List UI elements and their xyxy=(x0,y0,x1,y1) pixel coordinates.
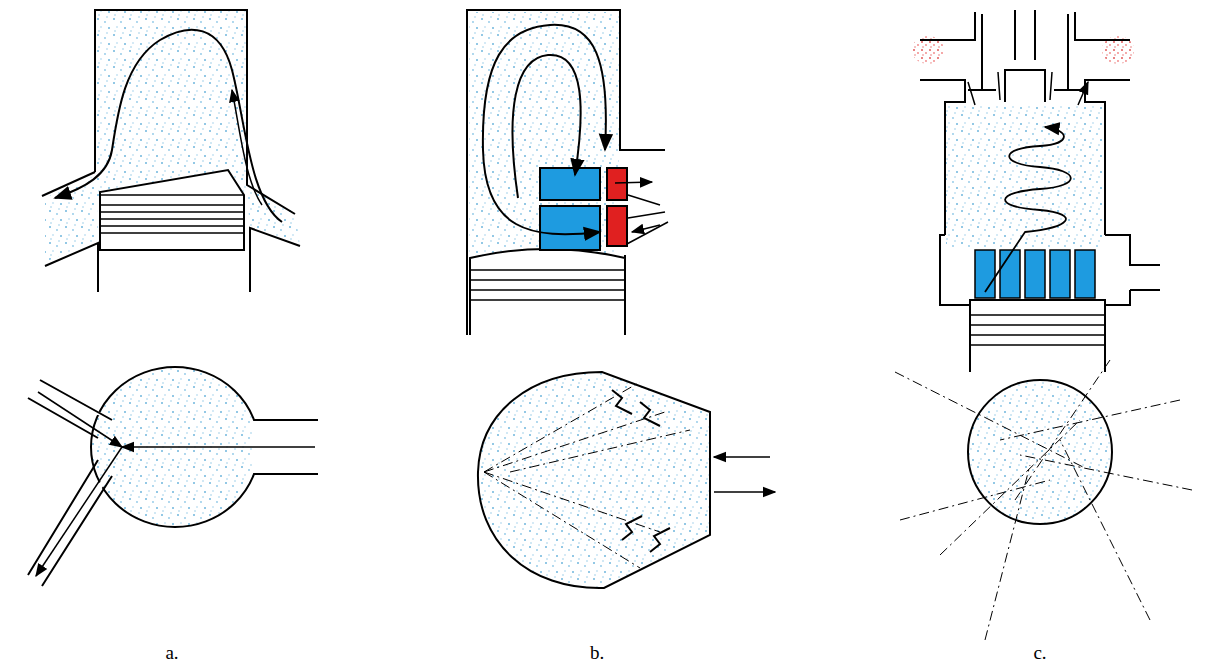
jet-axis xyxy=(895,360,1192,640)
flow-arrow xyxy=(632,225,660,232)
inlet-port xyxy=(1075,250,1095,298)
cross-scavenging-plan xyxy=(28,367,318,586)
charge-fill xyxy=(45,175,98,262)
flow-arrow xyxy=(512,55,580,198)
piston-rings xyxy=(470,270,625,300)
flow-arrow xyxy=(714,491,775,493)
loop-scavenging-side xyxy=(467,10,668,335)
uniflow-scavenging-plan xyxy=(895,360,1192,640)
flow-arrow xyxy=(968,72,1088,105)
piston xyxy=(100,170,244,250)
loop-scavenging-plan xyxy=(478,372,775,588)
port-wall xyxy=(625,195,668,245)
piston xyxy=(470,249,625,335)
exhaust-duct xyxy=(920,12,1130,102)
charge-fill xyxy=(96,11,246,196)
panel-label: a. xyxy=(165,642,178,664)
uniflow-scavenging-side xyxy=(912,10,1160,372)
port-notch xyxy=(612,390,670,552)
cylinder-wall xyxy=(467,10,665,335)
flow-arrow xyxy=(714,456,770,458)
flow-arrow xyxy=(38,392,122,447)
transfer-port-wall xyxy=(250,228,300,292)
flow-arrow xyxy=(122,446,315,448)
swirl-arrow xyxy=(985,127,1071,292)
cylinder-section xyxy=(968,380,1112,524)
transfer-port xyxy=(540,168,600,200)
cylinder-wall xyxy=(920,80,1130,235)
cross-scavenging-side xyxy=(42,10,300,292)
panel-label: c. xyxy=(1033,642,1046,664)
inlet-port xyxy=(1000,250,1020,298)
inlet-port xyxy=(1050,250,1070,298)
exhaust-port xyxy=(607,206,627,246)
exhaust-port-wall xyxy=(45,243,98,292)
charge-fill xyxy=(946,104,1104,249)
piston-rings xyxy=(970,315,1105,345)
port-casing xyxy=(940,235,1160,305)
flow-arrow xyxy=(483,25,606,234)
charge-fill xyxy=(469,12,619,257)
piston xyxy=(970,300,1105,372)
exhaust-channel xyxy=(28,380,112,586)
flow-arrow xyxy=(36,447,122,576)
flow-arrow xyxy=(615,182,652,183)
port-gap xyxy=(28,378,112,575)
flow-arrow xyxy=(232,90,262,205)
jet-axis xyxy=(484,382,690,568)
exhaust-port xyxy=(607,168,627,200)
inlet-port xyxy=(1025,250,1045,298)
exhaust-valve xyxy=(968,10,1082,90)
inlet-ports xyxy=(975,250,1095,298)
panel-label: b. xyxy=(590,642,604,664)
piston-rings xyxy=(100,195,244,233)
cylinder-section xyxy=(478,372,710,588)
transfer-port xyxy=(540,206,600,250)
flow-arrow xyxy=(55,30,282,222)
